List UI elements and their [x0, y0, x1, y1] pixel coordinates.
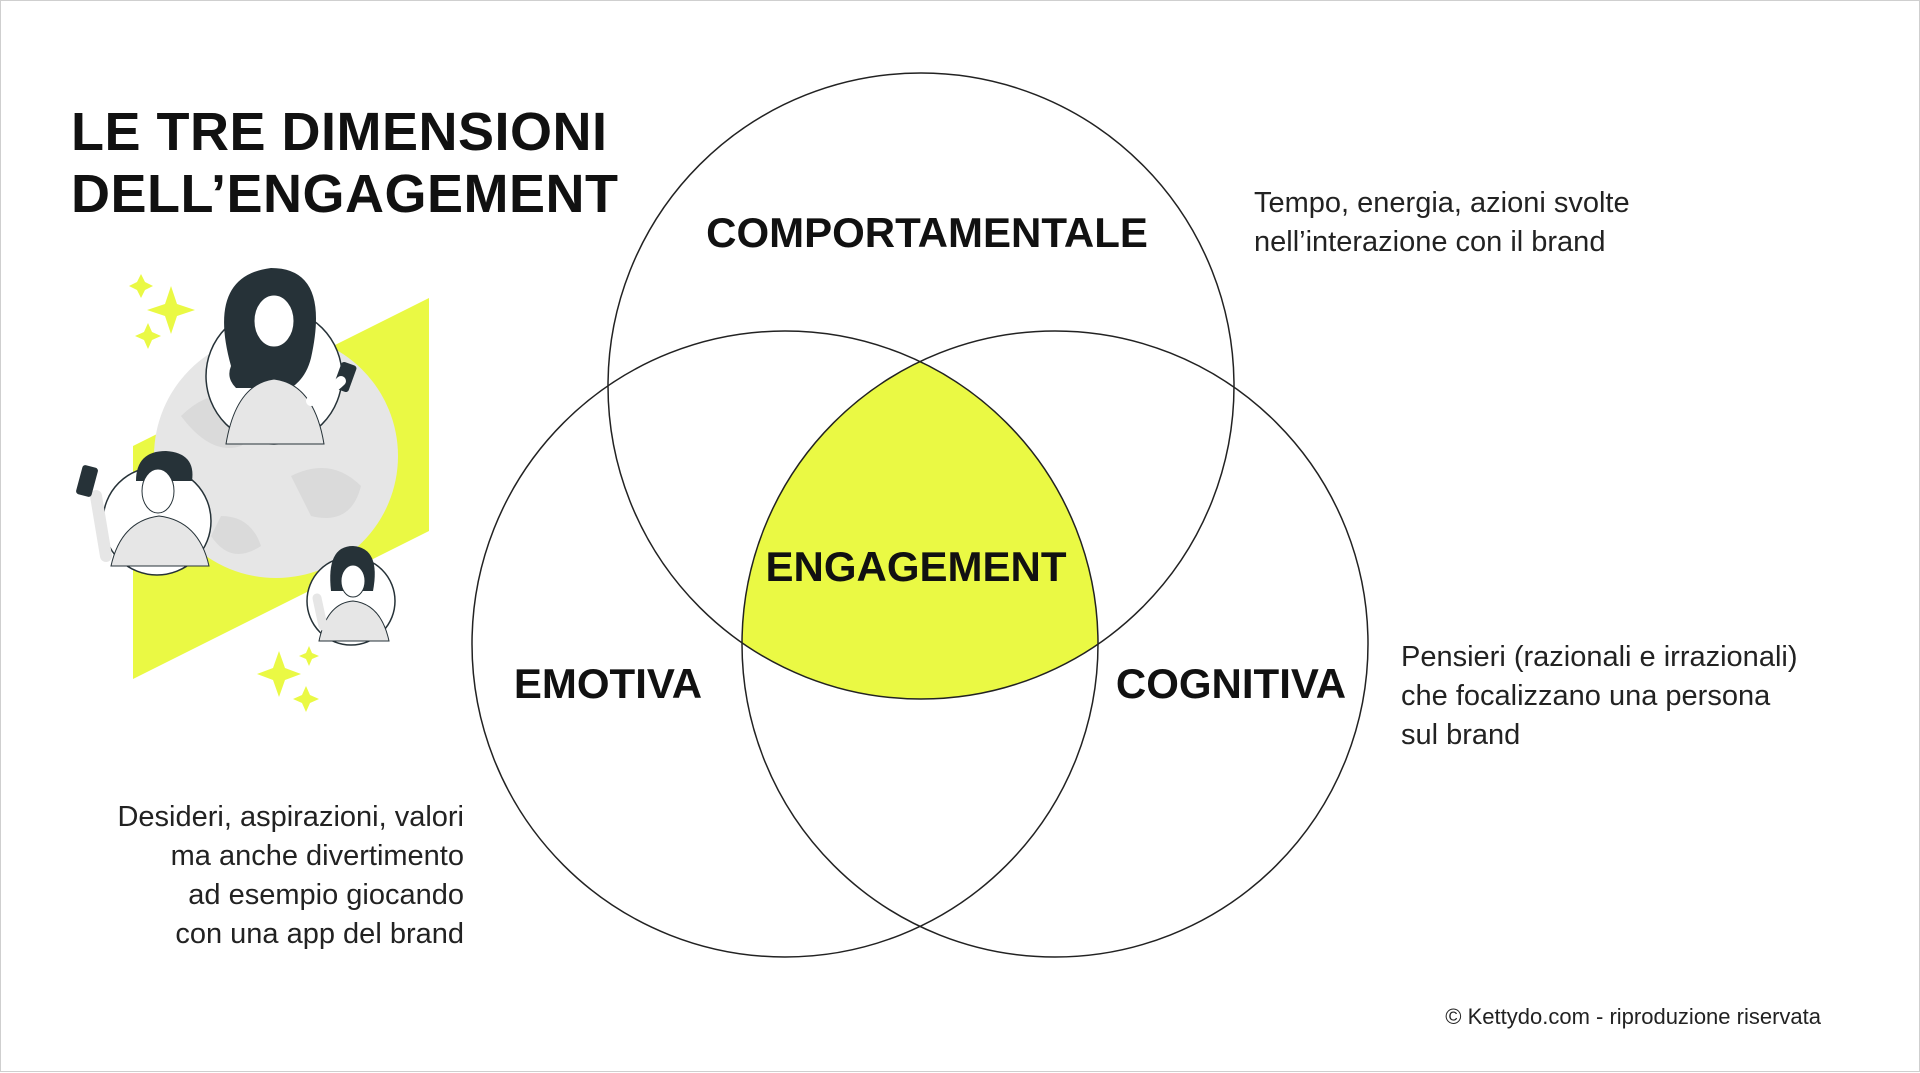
- circle-emotiva: [471, 330, 1099, 958]
- page-title: LE TRE DIMENSIONI DELL’ENGAGEMENT: [71, 101, 691, 225]
- woman-waving-avatar: [306, 546, 396, 646]
- description-emotiva: Desideri, aspirazioni, valori ma anche d…: [117, 801, 464, 950]
- man-with-phone-avatar: [76, 451, 212, 576]
- label-emotiva: EMOTIVA: [514, 660, 702, 707]
- label-comportamentale: COMPORTAMENTALE: [706, 209, 1148, 256]
- copyright-notice: © Kettydo.com - riproduzione riservata: [1445, 1004, 1821, 1029]
- description-comportamentale: Tempo, energia, azioni svolte nell’inter…: [1254, 187, 1630, 258]
- page-title-line-1: LE TRE DIMENSIONI: [71, 102, 608, 162]
- description-cognitiva: Pensieri (razionali e irrazionali) che f…: [1401, 641, 1798, 751]
- page-title-line-2: DELL’ENGAGEMENT: [71, 164, 619, 224]
- sparkle-icon: [257, 646, 319, 712]
- sparkle-icon: [129, 274, 195, 349]
- woman-with-phone-avatar: [205, 268, 357, 445]
- globe-continents: [181, 393, 361, 554]
- people-with-smartphones-illustration: [76, 268, 429, 712]
- label-engagement: ENGAGEMENT: [765, 543, 1066, 590]
- circle-cognitiva: [741, 330, 1369, 958]
- label-cognitiva: COGNITIVA: [1116, 660, 1346, 707]
- engagement-intersection: [742, 331, 1098, 699]
